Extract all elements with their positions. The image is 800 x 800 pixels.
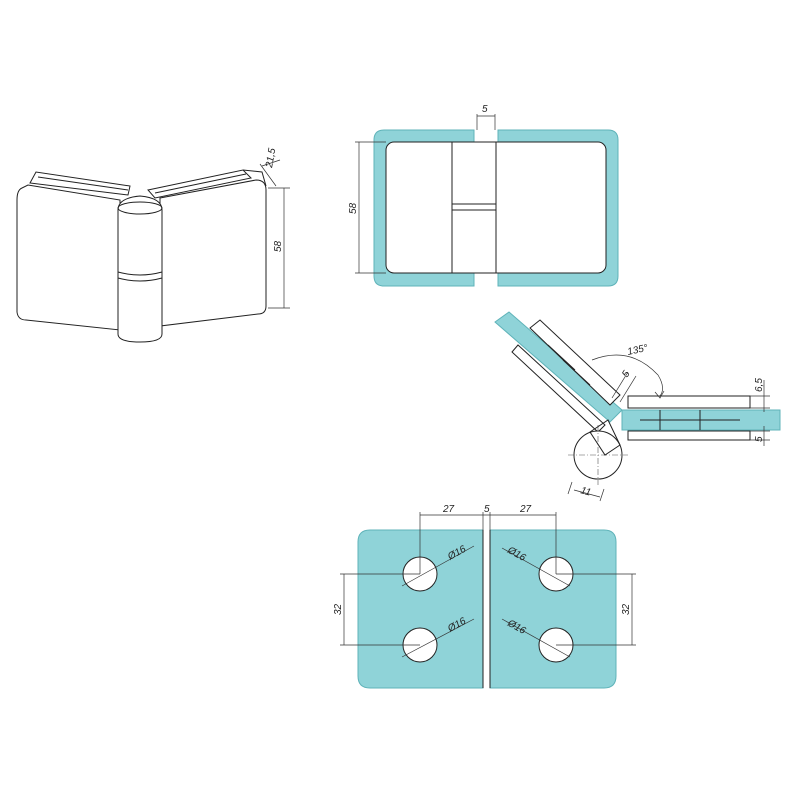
hole-right-offset-label: 27 [519, 504, 532, 515]
hole-gap-label: 5 [484, 504, 490, 515]
side-glass-label: 5 [754, 436, 765, 442]
side-gap-label: 5 [620, 369, 633, 380]
hole-spacing-right-label: 32 [621, 603, 632, 615]
side-view: 135° 5 6,5 5 11 [494, 311, 781, 502]
iso-height-label: 58 [273, 240, 284, 252]
hole-left-offset-label: 27 [442, 504, 455, 515]
front-gap-label: 5 [482, 104, 488, 115]
side-thickness-label: 6,5 [754, 378, 765, 392]
hole-spacing-left-label: 32 [333, 603, 344, 615]
hole-pattern-view: Ø16 Ø16 Ø16 Ø16 27 5 27 32 32 [333, 504, 636, 689]
angle-label: 135° [626, 343, 649, 358]
side-radius-label: 11 [579, 485, 592, 498]
front-view: 5 58 [348, 104, 619, 287]
front-height-label: 58 [348, 202, 359, 214]
iso-view: 21,5 58 [16, 147, 290, 343]
iso-depth-label: 21,5 [264, 147, 278, 169]
